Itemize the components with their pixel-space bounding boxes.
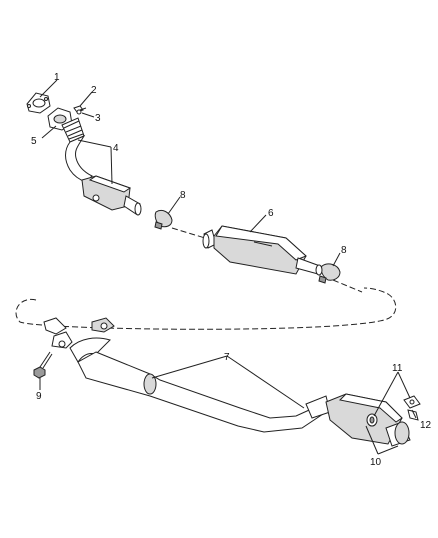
bolt-part-9 (33, 351, 53, 379)
clamp-part-8-lower (318, 263, 341, 284)
muffler-part-10 (325, 393, 411, 447)
callout-3: 3 (95, 113, 101, 124)
dashed-routing-line (15, 287, 397, 330)
callout-1: 1 (54, 72, 60, 83)
nut-part-3 (76, 109, 82, 115)
callout-7: 7 (224, 352, 230, 363)
resonator-part-6 (202, 225, 323, 276)
front-pipe-converter-part-4 (61, 117, 142, 216)
align-line-1 (171, 227, 206, 239)
align-line-2 (332, 279, 363, 293)
intermediate-pipe-part-7 (43, 317, 331, 433)
callout-8-upper: 8 (180, 190, 186, 201)
callout-10: 10 (370, 457, 382, 468)
clamp-part-8-upper (154, 209, 173, 230)
callout-6: 6 (268, 208, 274, 219)
gasket-part-1 (26, 92, 51, 114)
callout-8-lower: 8 (341, 245, 347, 256)
callout-9: 9 (36, 391, 42, 402)
callout-5: 5 (31, 136, 37, 147)
callout-labels: 1 2 3 4 5 6 7 8 8 9 10 11 12 (31, 72, 432, 468)
callout-11: 11 (392, 363, 403, 374)
hanger-part-11 (403, 395, 421, 409)
callout-4: 4 (113, 143, 119, 154)
callout-12: 12 (420, 420, 432, 431)
leader-lines (39, 79, 417, 455)
callout-2: 2 (91, 85, 97, 96)
